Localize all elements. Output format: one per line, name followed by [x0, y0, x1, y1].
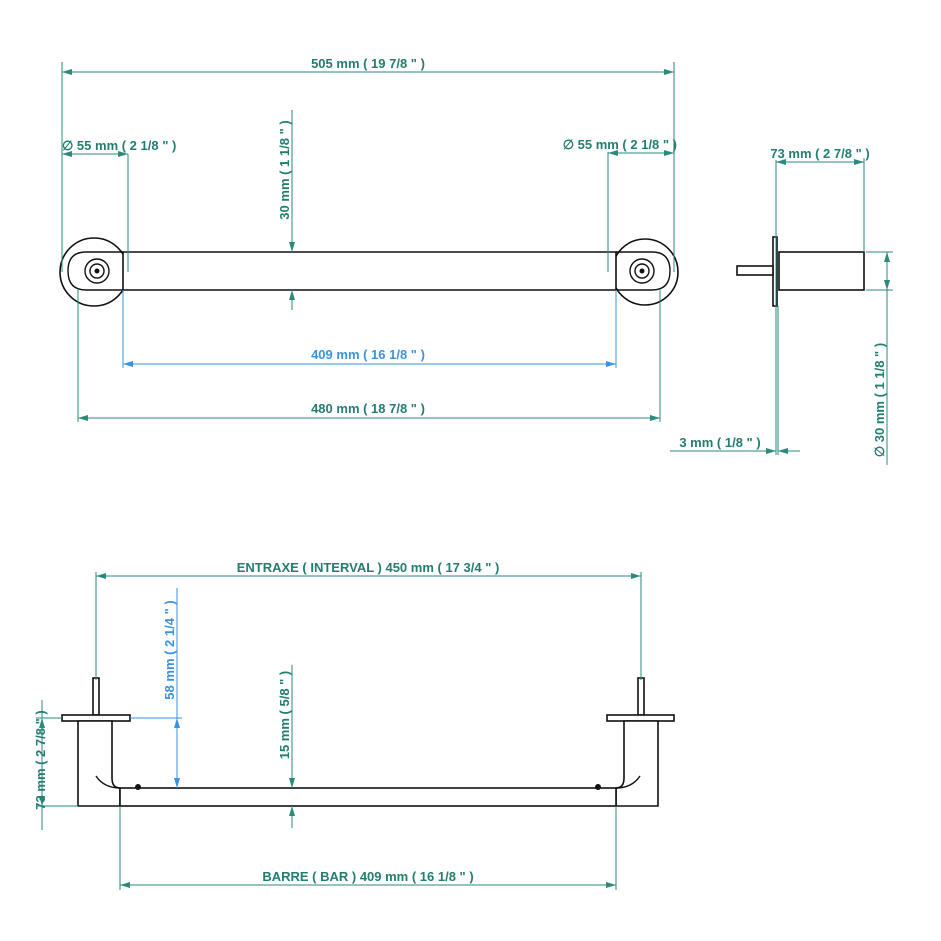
stud: [736, 265, 774, 276]
right-stud: [637, 677, 645, 716]
bar-top: [122, 251, 617, 291]
left-post: [77, 720, 121, 807]
bar-length-front-label: BARRE ( BAR ) 409 mm ( 16 1/8 " ): [262, 869, 473, 884]
top-view-object: [59, 237, 679, 307]
left-stud: [92, 677, 100, 716]
overall-width-label: 505 mm ( 19 7/8 " ): [311, 56, 425, 71]
post-diameter-label: ∅ 30 mm ( 1 1/8 " ): [872, 343, 887, 457]
front-view: ENTRAXE ( INTERVAL ) 450 mm ( 17 3/4 " )…: [33, 560, 675, 890]
side-view: 73 mm ( 2 7/8 " ) 3 mm ( 1/8 " ) ∅ 30 mm…: [670, 146, 893, 465]
bar-length-label: 409 mm ( 16 1/8 " ): [311, 347, 425, 362]
top-view: 505 mm ( 19 7/8 " ) ∅ 55 mm ( 2 1/8 " ) …: [59, 56, 679, 422]
right-post: [615, 720, 659, 807]
center-width-label: 480 mm ( 18 7/8 " ): [311, 401, 425, 416]
clearance-label: 58 mm ( 2 1/4 " ): [162, 600, 177, 699]
left-rosette-diameter-label: ∅ 55 mm ( 2 1/8 " ): [62, 138, 176, 153]
post-side: [778, 251, 865, 291]
left-flange: [61, 714, 131, 722]
right-rosette-diameter-label: ∅ 55 mm ( 2 1/8 " ): [563, 137, 677, 152]
bar-thickness-label: 15 mm ( 5/8 " ): [277, 671, 292, 760]
right-rosette: [611, 238, 679, 306]
bar-height-label: 30 mm ( 1 1/8 " ): [277, 120, 292, 219]
right-flange: [606, 714, 675, 722]
left-rosette: [59, 237, 129, 307]
front-projection-label: 73 mm ( 2 7/8 " ): [33, 710, 48, 809]
interval-label: ENTRAXE ( INTERVAL ) 450 mm ( 17 3/4 " ): [237, 560, 500, 575]
flange-thickness-label: 3 mm ( 1/8 " ): [679, 435, 760, 450]
bar-front: [119, 787, 617, 807]
projection-label: 73 mm ( 2 7/8 " ): [770, 146, 869, 161]
